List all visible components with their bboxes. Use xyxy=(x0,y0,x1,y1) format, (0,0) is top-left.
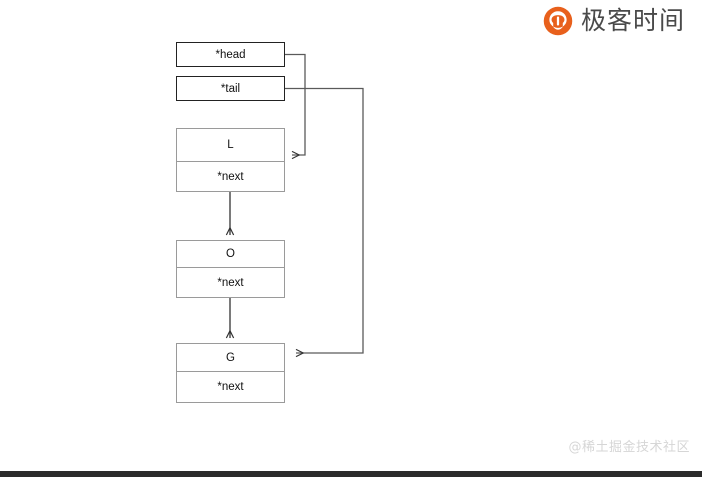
node-G-data-label: G xyxy=(226,351,235,364)
pointer-box-tail: *tail xyxy=(176,76,285,101)
connector-tail-to-G xyxy=(285,87,364,354)
node-G-next-label: *next xyxy=(217,381,244,393)
node-L-data-cell: L xyxy=(176,128,285,162)
connector-head-to-L xyxy=(285,53,306,156)
pointer-head-label: *head xyxy=(215,48,246,61)
node-G-data-cell: G xyxy=(176,343,285,372)
node-L-next-cell: *next xyxy=(176,162,285,192)
node-L-data-label: L xyxy=(227,139,234,151)
node-O-data-label: O xyxy=(226,248,235,260)
watermark-label: @稀土掘金技术社区 xyxy=(568,440,690,455)
brand-name-label: 极客时间 xyxy=(581,6,686,35)
node-O-data-cell: O xyxy=(176,240,285,268)
pointer-tail-label: *tail xyxy=(220,82,241,95)
geekbang-circle-logo-icon xyxy=(543,6,573,36)
pointer-box-head: *head xyxy=(176,42,285,67)
node-O-next-cell: *next xyxy=(176,268,285,298)
node-G-next-cell: *next xyxy=(176,372,285,403)
node-L-next-label: *next xyxy=(217,170,244,183)
bottom-bar xyxy=(0,471,702,477)
node-O-next-label: *next xyxy=(217,276,244,289)
brand-logo: 极客时间 xyxy=(543,6,685,36)
